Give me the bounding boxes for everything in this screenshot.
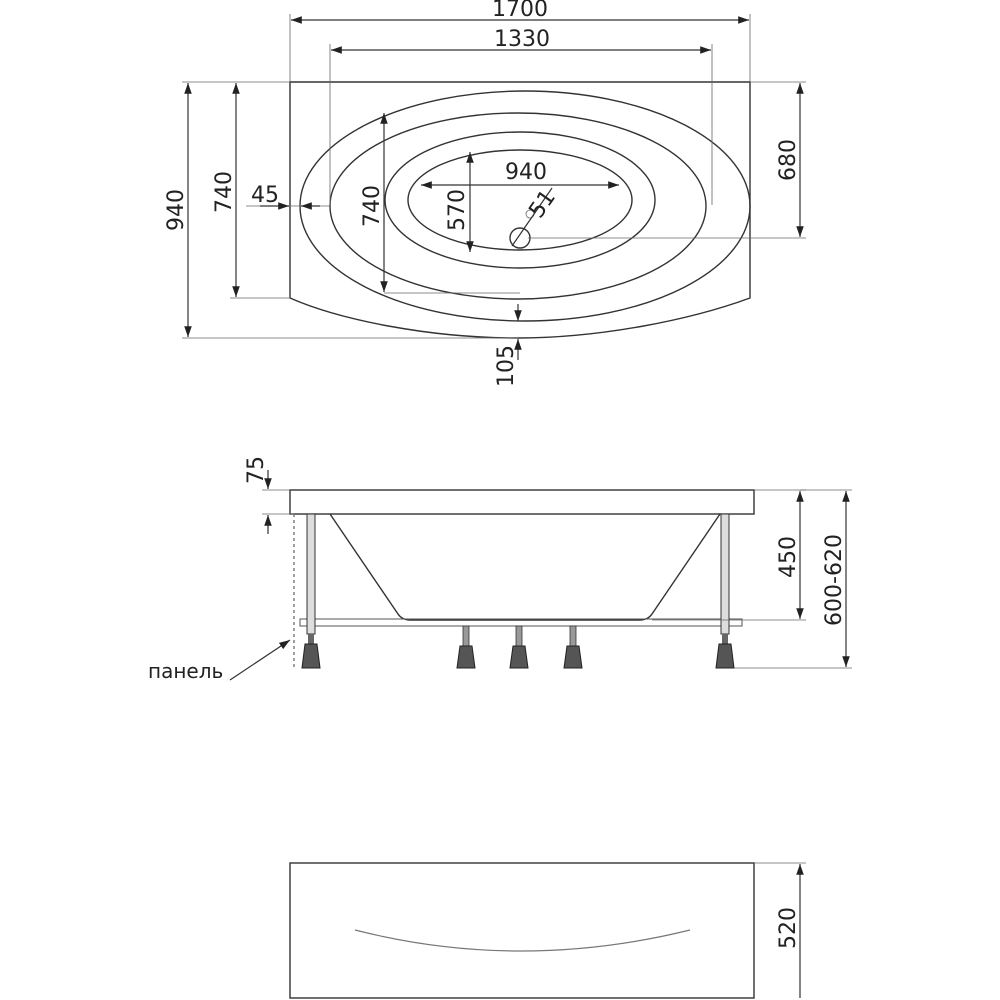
dim-rim-offset: 45 (251, 183, 279, 208)
panel-label: панель (148, 659, 223, 683)
panel-curve (354, 929, 691, 952)
bowl-ellipse-outer (329, 112, 707, 300)
dim-total-height: 600-620 (822, 534, 847, 626)
dim-bottom-length: 940 (505, 160, 547, 185)
dim-bowl-width: 740 (360, 185, 385, 227)
leg-middle-2 (509, 625, 529, 669)
dim-rim-height: 75 (244, 456, 269, 484)
dim-line-drain (511, 187, 553, 247)
dim-overall-width: 940 (164, 189, 189, 231)
dim-side-width: 740 (212, 171, 237, 213)
dim-drain-diameter: 51 (524, 186, 561, 223)
leg-middle-3 (563, 625, 583, 669)
dim-panel-height: 520 (776, 907, 801, 949)
dim-inner-length: 1330 (494, 27, 550, 52)
leg-middle-1 (456, 625, 476, 669)
tub-bowl-side (329, 513, 721, 621)
front-panel (289, 862, 755, 999)
dim-overall-length: 1700 (492, 0, 548, 22)
tub-rim-side (289, 489, 755, 515)
leg-right (715, 513, 735, 669)
tub-outline-top (289, 81, 751, 339)
top-view: 1700 1330 940 740 45 740 940 570 51 (164, 0, 806, 387)
dim-depth-right: 680 (776, 139, 801, 181)
panel-view: 520 (289, 862, 806, 999)
dim-bottom-width: 570 (445, 189, 470, 231)
bottom-ellipse (407, 149, 633, 251)
dim-front-bulge: 105 (494, 345, 519, 387)
dim-bowl-depth: 450 (776, 536, 801, 578)
panel-leader-line (229, 639, 291, 681)
leg-left (301, 513, 321, 669)
side-view: 75 450 600-620 панель (148, 456, 852, 683)
